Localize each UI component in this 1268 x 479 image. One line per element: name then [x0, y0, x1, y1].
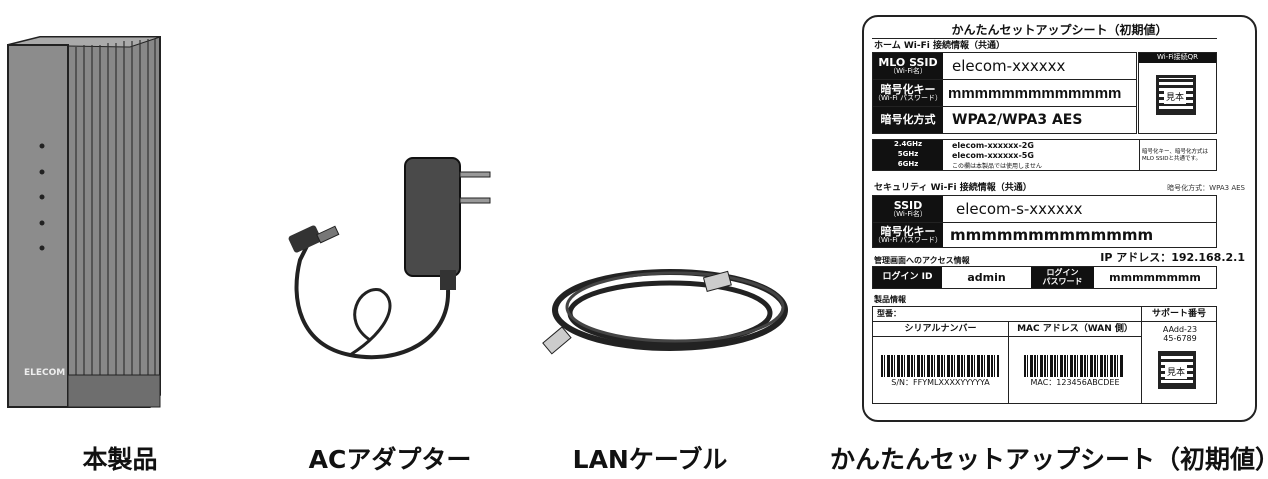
support-number-label: サポート番号 [1151, 309, 1206, 319]
mac-address-header: MAC アドレス（WAN 側） [1017, 324, 1133, 334]
security-ssid-label: SSID（Wi-Fi名） [873, 196, 943, 222]
router-brand-logo: ELECOM [24, 368, 66, 378]
mac-barcode [1024, 355, 1124, 377]
band-label: 2.4GHz [873, 140, 943, 150]
serial-number-header: シリアルナンバー [904, 324, 977, 334]
mlo-ssid-value: elecom-xxxxxx [952, 57, 1066, 75]
mlo-ssid-label: MLO SSID（Wi-Fi名） [873, 53, 943, 79]
home-wifi-heading: ホーム Wi-Fi 接続情報（共通） [874, 41, 1005, 51]
band-ssid: elecom-xxxxxx-2G [952, 140, 1034, 150]
model-label: 型番： [877, 309, 901, 318]
band-label: 6GHz [873, 160, 943, 170]
lan-cable-illustration [542, 269, 788, 355]
security-key-label: 暗号化キー（Wi-Fi パスワード） [873, 223, 943, 247]
band-label: 5GHz [873, 150, 943, 160]
security-method: 暗号化方式：WPA3 AES [1167, 184, 1245, 192]
ip-address: IP アドレス：192.168.2.1 [1100, 251, 1245, 264]
security-wifi-heading: セキュリティ Wi-Fi 接続情報（共通） [874, 183, 1032, 193]
ac-adapter-illustration [288, 157, 491, 360]
title-divider [872, 38, 1217, 39]
admin-access-heading: 管理画面へのアクセス情報 [874, 256, 970, 265]
qr-sample-label: 見本 [1165, 364, 1188, 379]
mac-address-value: MAC：123456ABCDEE [1030, 378, 1120, 387]
security-ssid-value: elecom-s-xxxxxx [956, 200, 1083, 218]
login-id-label: ログイン ID [873, 267, 942, 288]
caption-ac-adapter: ACアダプター [308, 445, 472, 474]
support-number-value: AAdd-23 45-6789 [1162, 325, 1198, 344]
band-note: 暗号化キー、暗号化方式はMLO SSIDと共通です。 [1142, 149, 1208, 162]
caption-router: 本製品 [82, 445, 158, 474]
router-illustration [7, 36, 161, 408]
setup-sheet: かんたんセットアップシート（初期値） ホーム Wi-Fi 接続情報（共通） ML… [862, 15, 1257, 422]
security-key-value: mmmmmmmmmmmmm [950, 226, 1154, 244]
caption-setup-sheet: かんたんセットアップシート（初期値） [830, 445, 1268, 474]
encryption-method-value: WPA2/WPA3 AES [952, 112, 1083, 128]
product-info-heading: 製品情報 [874, 295, 906, 304]
sheet-title: かんたんセットアップシート（初期値） [951, 23, 1168, 37]
wifi-qr-header: Wi-Fi接続QR [1139, 53, 1216, 63]
caption-lan-cable: LANケーブル [572, 445, 728, 474]
encryption-key-label: 暗号化キー（Wi-Fi パスワード） [873, 80, 943, 106]
qr-sample-label: 見本 [1164, 89, 1187, 104]
encryption-key-value: mmmmmmmmmmmmm [948, 84, 1122, 102]
band-ssid: この欄は本製品では使用しません [952, 162, 1042, 170]
login-password-value: mmmmmmmm [1109, 271, 1201, 284]
serial-number-value: S/N：FFYMLXXXXYYYYYA [891, 378, 990, 387]
serial-barcode [881, 355, 999, 377]
band-ssid: elecom-xxxxxx-5G [952, 150, 1034, 160]
encryption-method-label: 暗号化方式 [873, 107, 943, 133]
login-id-value: admin [967, 271, 1006, 284]
login-password-label: ログインパスワード [1031, 267, 1094, 288]
